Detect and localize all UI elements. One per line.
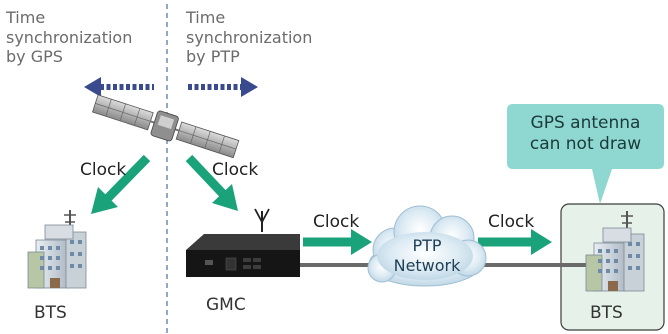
caption-gps: Time synchronization by GPS (6, 8, 132, 67)
right-bts-building-icon (585, 211, 645, 292)
callout-bubble (507, 104, 664, 204)
dotted-arrow-left-icon (84, 77, 154, 97)
callout-line-1: GPS antenna (530, 113, 641, 133)
gmc-device-icon (186, 208, 300, 277)
clock-arrow-gmc-to-network-icon (303, 229, 372, 255)
ptp-network-cloud-icon (367, 205, 487, 287)
right-bts-label: BTS (590, 303, 623, 323)
caption-gps-line-1: Time (6, 8, 46, 27)
ptp-network-line-2: Network (393, 255, 461, 275)
clock-label-gmc: Clock (313, 212, 360, 232)
satellite-icon (91, 94, 240, 159)
ptp-network-line-1: PTP (412, 236, 442, 255)
clock-arrow-ptp-icon (185, 154, 238, 211)
ptp-network-label: PTP Network (392, 236, 462, 275)
callout-text: GPS antenna can not draw (509, 113, 662, 154)
caption-ptp-line-1: Time (186, 8, 226, 27)
clock-label-gps: Clock (80, 160, 127, 180)
caption-ptp-line-2: synchronization (186, 27, 313, 47)
left-bts-label: BTS (34, 303, 67, 323)
caption-gps-line-3: by GPS (6, 47, 63, 67)
clock-label-network: Clock (488, 212, 535, 232)
callout-line-2: can not draw (529, 133, 642, 154)
caption-ptp-line-3: by PTP (186, 47, 240, 67)
caption-gps-line-2: synchronization (6, 27, 133, 47)
caption-ptp: Time synchronization by PTP (186, 8, 312, 67)
clock-label-ptp: Clock (212, 160, 259, 180)
dotted-arrow-right-icon (188, 77, 258, 97)
clock-arrow-gps-icon (91, 154, 151, 214)
gmc-label: GMC (206, 295, 246, 315)
left-bts-building-icon (27, 210, 87, 289)
clock-arrow-network-to-bts-icon (478, 229, 552, 255)
